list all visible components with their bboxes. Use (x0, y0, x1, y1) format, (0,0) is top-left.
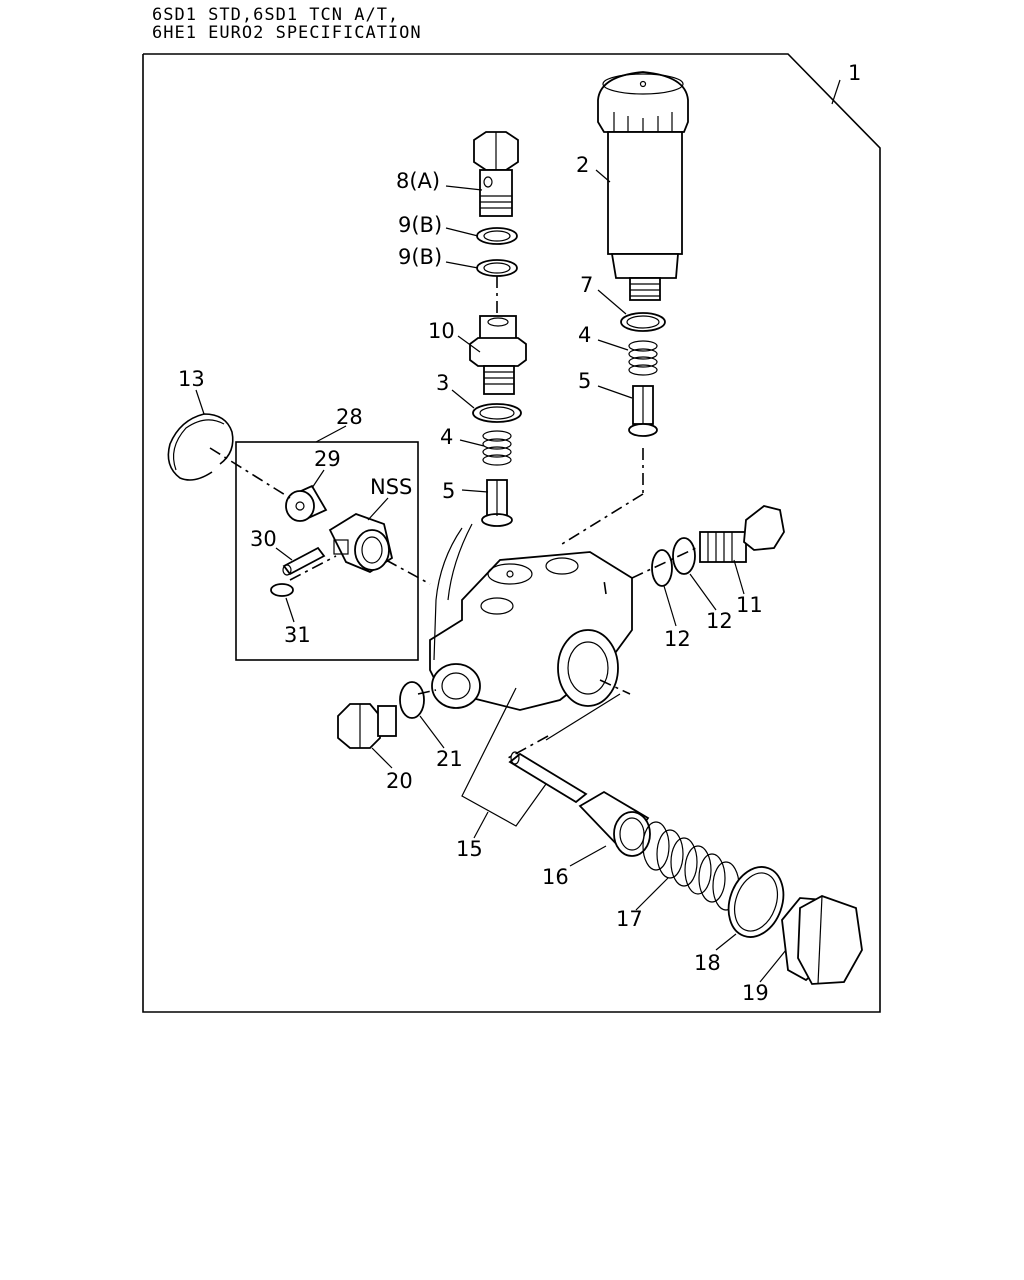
part-3-washer-inner (479, 406, 515, 420)
header-line-2: 6HE1 EURO2 SPECIFICATION (152, 23, 422, 43)
part-18-ring-inner (733, 872, 779, 932)
part-9-washer-top-inner (483, 230, 511, 242)
callout-12-right: 12 (706, 609, 733, 633)
callout-9-bottom: 9(B) (398, 245, 442, 269)
part-18-ring (727, 866, 785, 938)
centerline-pin (289, 555, 337, 581)
callout-19: 19 (742, 981, 769, 1005)
callout-4-left: 4 (440, 425, 453, 449)
callout-5-right: 5 (578, 369, 591, 393)
callout-16: 16 (542, 865, 569, 889)
part-19-plug (781, 895, 863, 985)
centerline-rod (507, 735, 549, 759)
callout-1: 1 (848, 61, 861, 85)
part-7-ring-inner (626, 315, 660, 329)
centerline-right-to-body (561, 493, 644, 545)
diagram-header: 6SD1 STD,6SD1 TCN A/T, 6HE1 EURO2 SPECIF… (152, 6, 422, 42)
part-9-washer-bottom-inner (483, 262, 511, 274)
callout-12-left: 12 (664, 627, 691, 651)
part-13-snap-ring-inner (173, 419, 225, 471)
callout-18: 18 (694, 951, 721, 975)
centerline-right-bolt (631, 547, 697, 579)
part-12-washer-outer (651, 549, 673, 587)
header-line-1: 6SD1 STD,6SD1 TCN A/T, (152, 5, 400, 25)
callout-7: 7 (580, 273, 593, 297)
part-20-bolt (337, 703, 397, 749)
callout-10: 10 (428, 319, 455, 343)
callout-31: 31 (284, 623, 311, 647)
part-29-roller (285, 484, 328, 522)
part-11-bolt (699, 505, 785, 563)
pump-body (429, 523, 633, 711)
callout-4-right: 4 (578, 323, 591, 347)
callout-11: 11 (736, 593, 763, 617)
centerline-nss-body (385, 559, 431, 585)
callout-8: 8(A) (396, 169, 440, 193)
callout-13: 13 (178, 367, 205, 391)
callout-5-left: 5 (442, 479, 455, 503)
centerline-small (603, 579, 607, 595)
inset-box (235, 441, 419, 661)
callout-20: 20 (386, 769, 413, 793)
callout-30: 30 (250, 527, 277, 551)
part-17-spring (642, 821, 740, 911)
part-30-pin (282, 546, 326, 576)
part-10-connector (469, 315, 527, 395)
callout-nss: NSS (370, 475, 412, 499)
leader-lines (195, 79, 841, 983)
part-5-valve-right (628, 385, 658, 437)
callout-29: 29 (314, 447, 341, 471)
centerline-plug (599, 679, 631, 695)
part-4-spring-right (628, 340, 658, 376)
part-15-bracket (461, 687, 547, 827)
callout-2: 2 (576, 153, 589, 177)
part-16-sleeve (578, 790, 651, 857)
part-15-rod (508, 751, 588, 804)
centerline-left-bolt (417, 689, 437, 695)
callout-3: 3 (436, 371, 449, 395)
part-4-spring-left (482, 430, 512, 466)
part-2-priming-pump (597, 71, 689, 301)
callout-21: 21 (436, 747, 463, 771)
callout-28: 28 (336, 405, 363, 429)
nss-tappet (328, 513, 394, 574)
callout-17: 17 (616, 907, 643, 931)
part-8-banjo-bolt (473, 131, 519, 217)
part-13-snap-ring (167, 413, 234, 481)
part-21-washer (399, 681, 425, 719)
diagram-frame (142, 53, 881, 1013)
centerline-ring-roller (209, 447, 291, 499)
part-12-washer-inner (672, 537, 696, 575)
part-15-bracket-top (545, 693, 621, 741)
callout-15: 15 (456, 837, 483, 861)
part-31-clip (270, 583, 294, 597)
part-5-valve-left (481, 479, 513, 527)
callout-9-top: 9(B) (398, 213, 442, 237)
